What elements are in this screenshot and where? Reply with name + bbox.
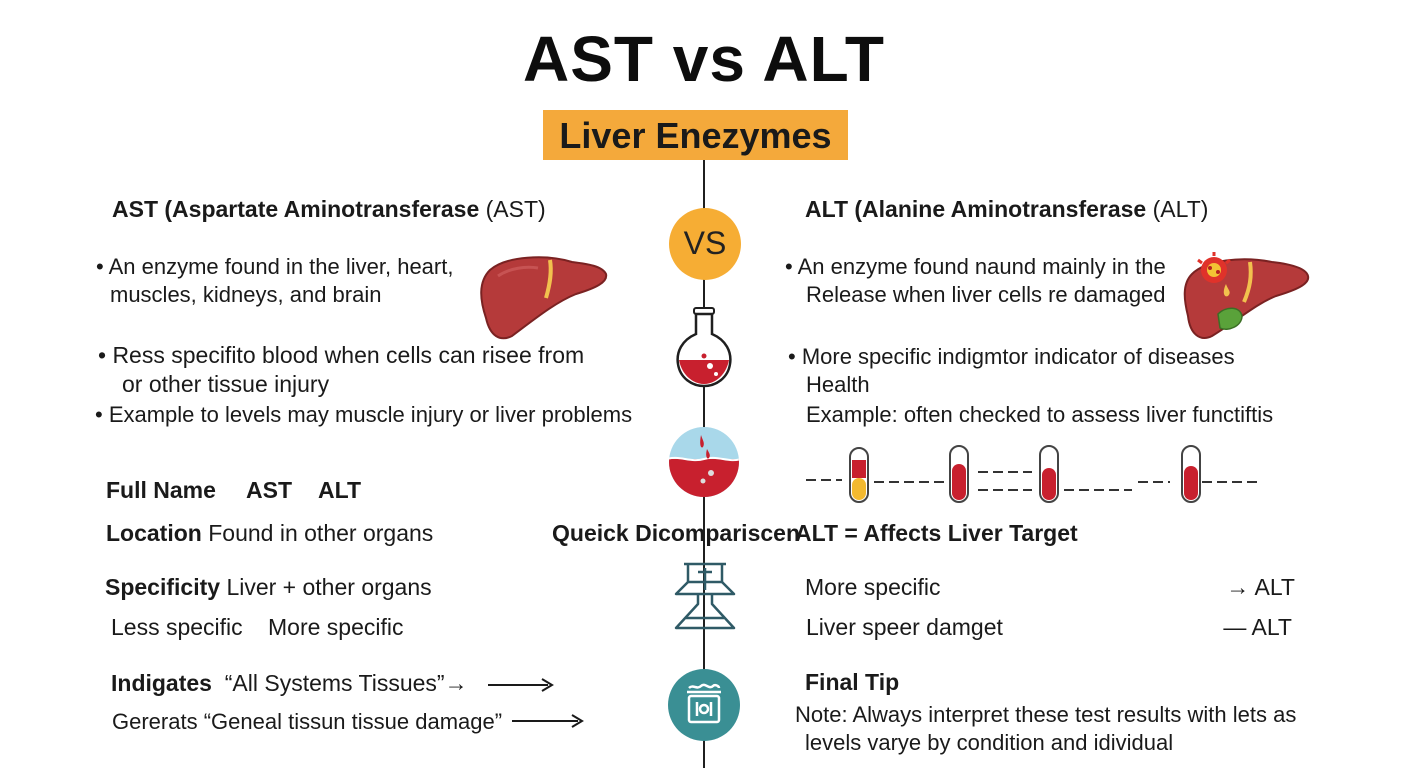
less-specific: Less specific: [111, 614, 243, 640]
liver-speer-row: Liver speer damget: [806, 614, 1003, 640]
ast-bullet-2-line-1: • Ress specifito blood when cells can ri…: [98, 342, 585, 368]
more-specific: More specific: [268, 614, 404, 640]
alt-bullet-2-line-2: Health: [806, 372, 870, 397]
ast-heading-rest: (AST): [479, 196, 546, 222]
alt-mnemonic: ALT = Affects Liver Target: [795, 520, 1078, 546]
alt-heading: ALT (Alanine Aminotransferase (ALT): [805, 196, 1208, 223]
vs-label: VS: [683, 225, 727, 261]
right-more-specific-tag: → ALT: [1226, 574, 1295, 600]
location-row: Location Found in other organs: [106, 519, 433, 548]
arrow-icon: [512, 714, 584, 728]
blood-circle-icon: [669, 427, 739, 497]
specificity-value: Liver + other organs: [226, 574, 432, 600]
lab-funnel-icon: [674, 562, 736, 630]
arrow-icon: [488, 678, 554, 692]
alt-bullet-1-line-1: • An enzyme found naund mainly in the: [785, 254, 1166, 279]
specificity-row: Specificity Liver + other organs: [105, 573, 432, 602]
page-title: AST vs ALT: [522, 23, 886, 95]
flask-icon: [676, 307, 732, 388]
col-ast-label: AST: [246, 477, 292, 503]
damaged-liver-icon: [1183, 252, 1310, 339]
ast-heading: AST (Aspartate Aminotransferase (AST): [112, 196, 546, 223]
ast-heading-bold: AST (Aspartate Aminotransferase: [112, 196, 480, 222]
note-line-2: levels varye by condition and idividual: [805, 730, 1174, 755]
test-tube-icon: [806, 445, 1262, 503]
indicates-value: “All Systems Tissues”→: [224, 670, 468, 696]
final-tip-label: Final Tip: [805, 669, 900, 695]
ast-bullet-1-line-1: • An enzyme found in the liver, heart,: [96, 254, 454, 279]
alt-heading-bold: ALT (Alanine Aminotransferase: [805, 196, 1147, 222]
alt-heading-rest: (ALT): [1146, 196, 1209, 222]
liver-icon: [480, 256, 608, 340]
alt-bullet-1-line-2: Release when liver cells re damaged: [806, 282, 1166, 307]
alt-bullet-2-line-1: • More specific indigmtor indicator of d…: [788, 344, 1235, 369]
quick-comparison-label: Queick Dicompariscen: [552, 520, 800, 546]
right-more-specific: More specific: [805, 574, 941, 600]
note-line-1: Note: Always interpret these test result…: [795, 702, 1297, 727]
ast-bullet-1-line-2: muscles, kidneys, and brain: [110, 282, 382, 307]
col-alt-label: ALT: [318, 477, 362, 503]
full-name-label: Full Name: [106, 477, 216, 503]
lab-jar-icon: [668, 669, 740, 741]
ast-bullet-3: • Example to levels may muscle injury or…: [95, 402, 633, 427]
page-subtitle: Liver Enezymes: [559, 115, 832, 156]
alt-bullet-3: Example: often checked to assess liver f…: [806, 402, 1274, 427]
generates-row: Gererats “Geneal tissun tissue damage”: [112, 709, 503, 734]
location-label: Location: [106, 520, 202, 546]
indicates-label: Indigates: [111, 670, 212, 696]
vs-circle-icon: [669, 208, 741, 280]
liver-speer-tag: — ALT: [1223, 614, 1292, 640]
ast-bullet-2-line-2: or other tissue injury: [122, 371, 330, 397]
location-value: Found in other organs: [208, 520, 434, 546]
subtitle-banner: [543, 110, 848, 160]
specificity-label: Specificity: [105, 574, 221, 600]
indicates-row: Indigates “All Systems Tissues”→: [111, 669, 468, 698]
